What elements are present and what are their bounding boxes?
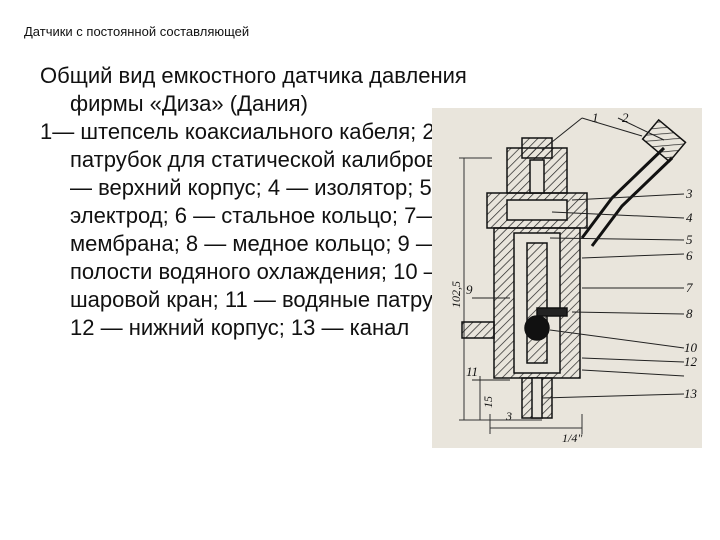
callout-1: 1 (592, 110, 599, 125)
callout-11: 11 (466, 364, 478, 379)
callout-5: 5 (686, 232, 693, 247)
callout-4: 4 (686, 210, 693, 225)
dimension-labels: 102,5 15 3 1/4" (449, 281, 583, 445)
dimension-3: 3 (505, 409, 512, 423)
callout-2: 2 (622, 110, 629, 125)
water-nozzle (461, 321, 495, 339)
callout-9: 9 (466, 282, 473, 297)
callout-7: 7 (686, 280, 693, 295)
callout-12: 12 (684, 354, 698, 369)
callout-13: 13 (684, 386, 698, 401)
sensor-drawing-svg: 1 2 3 4 5 6 7 8 9 10 11 12 13 102,5 15 3… (449, 110, 698, 445)
callout-6: 6 (686, 248, 693, 263)
dimension-15: 15 (481, 396, 495, 408)
slide-header: Датчики с постоянной составляющей (24, 24, 250, 39)
caption-text: Общий вид емкостного датчика давления фи… (40, 62, 500, 342)
lower-housing (493, 227, 581, 419)
dimension-lines (459, 157, 583, 434)
callout-10: 10 (684, 340, 698, 355)
callout-labels: 1 2 3 4 5 6 7 8 9 10 11 12 13 (466, 110, 698, 401)
legend-text: 1— штепсель коаксиального кабеля; 2 — па… (40, 119, 485, 340)
dimension-quarter-inch: 1/4" (562, 431, 583, 445)
callout-8: 8 (686, 306, 693, 321)
dimension-height: 102,5 (449, 281, 463, 308)
sensor-drawing: 1 2 3 4 5 6 7 8 9 10 11 12 13 102,5 15 3… (432, 108, 702, 448)
callout-3: 3 (685, 186, 693, 201)
calibration-pipe (580, 118, 687, 247)
figure-title: Общий вид емкостного датчика давления фи… (40, 63, 467, 116)
callout-leaders (472, 117, 685, 399)
upper-housing (486, 137, 588, 229)
